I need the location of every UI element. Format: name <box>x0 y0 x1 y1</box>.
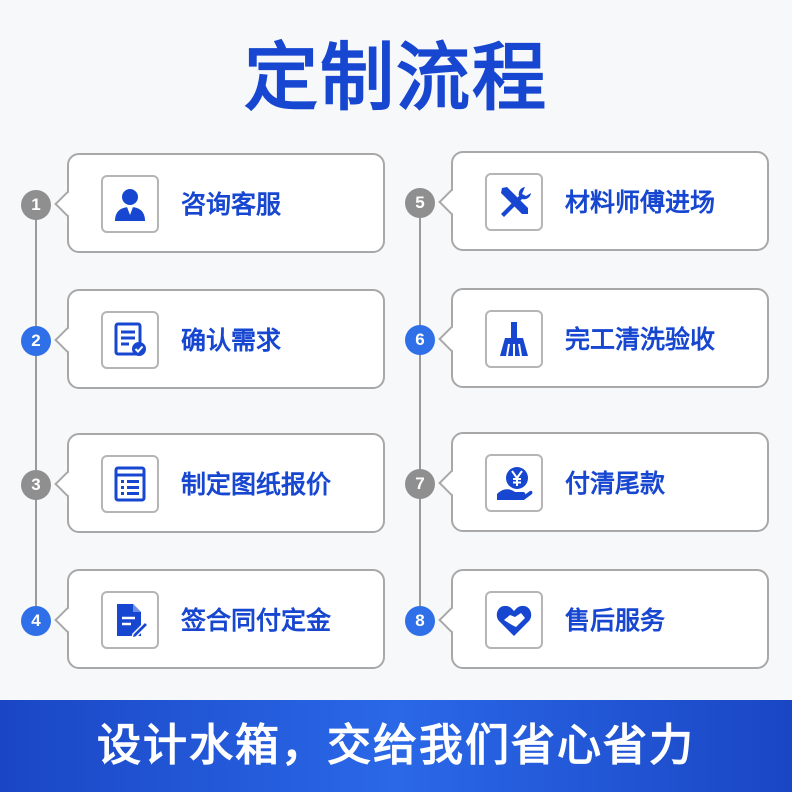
step-number-7: 7 <box>405 469 435 499</box>
tools-icon <box>485 173 543 231</box>
yen-payment-icon <box>485 454 543 512</box>
step-number-1: 1 <box>21 190 51 220</box>
handshake-heart-icon <box>485 591 543 649</box>
step-number-2: 2 <box>21 326 51 356</box>
step-card-2[interactable]: 确认需求 <box>67 289 385 389</box>
step-card-5[interactable]: 材料师傅进场 <box>451 151 769 251</box>
step-label-6: 完工清洗验收 <box>565 325 716 354</box>
timeline-right <box>419 203 421 619</box>
step-label-7: 付清尾款 <box>565 469 666 498</box>
step-card-7[interactable]: 付清尾款 <box>451 432 769 532</box>
step-label-8: 售后服务 <box>565 606 666 635</box>
list-document-icon <box>101 455 159 513</box>
step-number-3: 3 <box>21 470 51 500</box>
step-number-5: 5 <box>405 188 435 218</box>
step-label-5: 材料师傅进场 <box>565 188 716 217</box>
slogan-banner: 设计水箱，交给我们省心省力 <box>0 700 792 792</box>
step-label-1: 咨询客服 <box>181 190 282 219</box>
page-title: 定制流程 <box>244 35 548 121</box>
step-label-2: 确认需求 <box>181 326 282 355</box>
customer-service-icon <box>101 175 159 233</box>
contract-sign-icon <box>101 591 159 649</box>
timeline-left <box>35 205 37 621</box>
checklist-document-icon <box>101 311 159 369</box>
step-card-1[interactable]: 咨询客服 <box>67 153 385 253</box>
step-card-3[interactable]: 制定图纸报价 <box>67 433 385 533</box>
step-number-6: 6 <box>405 325 435 355</box>
step-number-4: 4 <box>21 606 51 636</box>
step-card-6[interactable]: 完工清洗验收 <box>451 288 769 388</box>
step-label-3: 制定图纸报价 <box>181 470 332 499</box>
step-card-4[interactable]: 签合同付定金 <box>67 569 385 669</box>
step-number-8: 8 <box>405 606 435 636</box>
step-label-4: 签合同付定金 <box>181 606 332 635</box>
broom-icon <box>485 310 543 368</box>
step-card-8[interactable]: 售后服务 <box>451 569 769 669</box>
